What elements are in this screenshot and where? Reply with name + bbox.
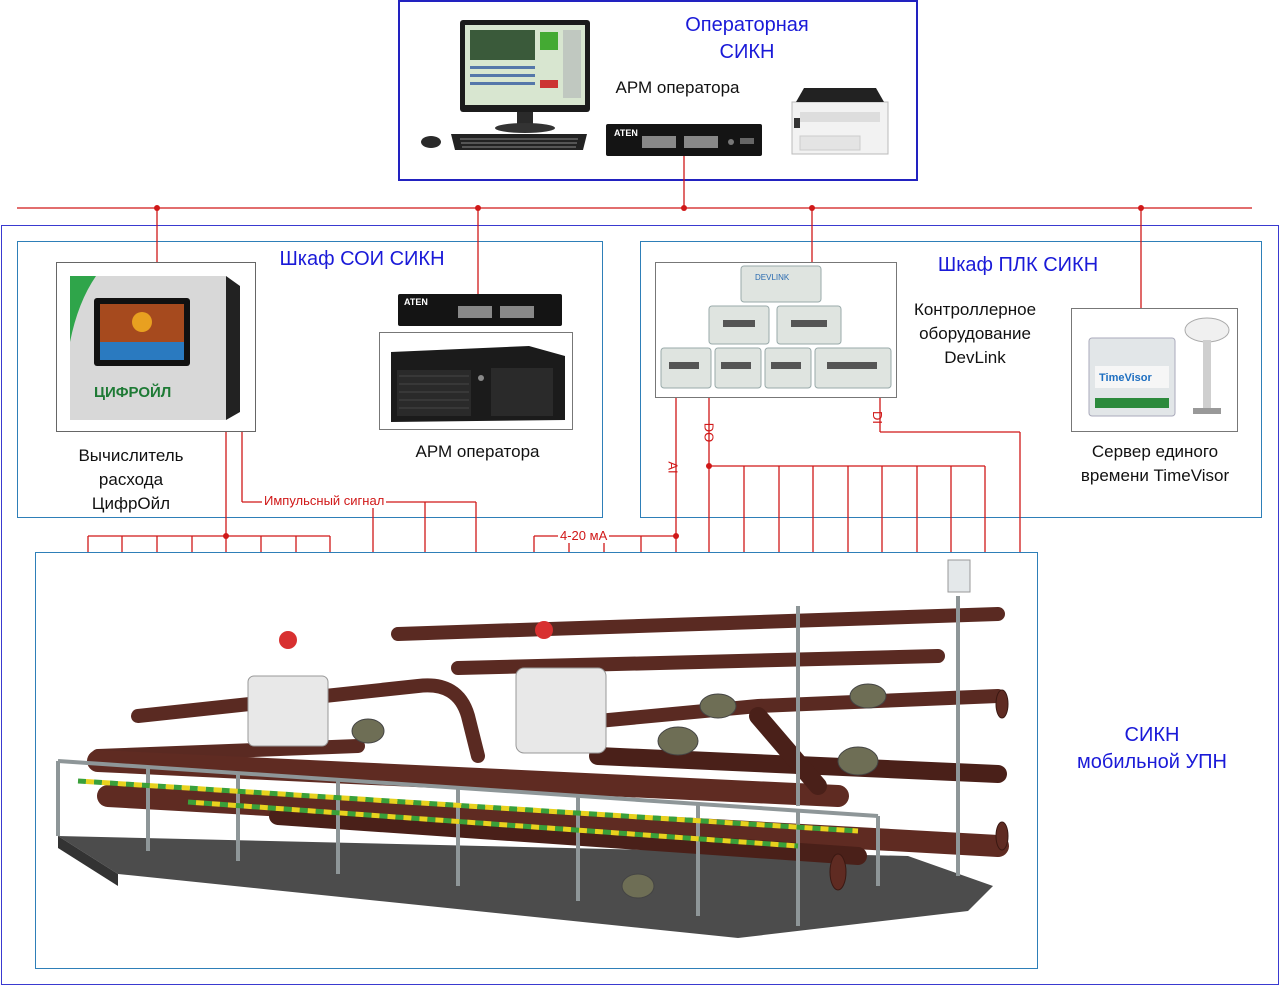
timevisor-label-line1: Сервер единого bbox=[1091, 442, 1219, 461]
timevisor-brand: TimeVisor bbox=[1099, 372, 1153, 384]
current-signal-label: 4-20 мА bbox=[558, 528, 610, 543]
devlink-label-line3: DevLink bbox=[944, 348, 1006, 367]
devlink-label-line2: оборудование bbox=[919, 324, 1031, 343]
flow-computer-label-line3: ЦифрОйл bbox=[91, 494, 171, 513]
flow-computer-label-line2: расхода bbox=[98, 470, 164, 489]
devlink-label: Контроллерное оборудование DevLink bbox=[900, 298, 1050, 370]
sikn-title-line2: мобильной УПН bbox=[1076, 751, 1227, 773]
operator-workstation-label: АРМ оператора bbox=[615, 78, 740, 97]
soi-kvm-brand: ATEN bbox=[404, 297, 428, 307]
operator-kvm-image: ATEN bbox=[606, 124, 762, 156]
operator-room-title: Операторная СИКН bbox=[652, 12, 842, 66]
sikn-title-line1: СИКН bbox=[1124, 724, 1180, 746]
printer-image bbox=[791, 88, 889, 155]
devlink-label-line1: Контроллерное bbox=[913, 300, 1037, 319]
kvm-brand: ATEN bbox=[614, 128, 638, 138]
outer-frame bbox=[1, 225, 1279, 985]
flow-computer-label: Вычислитель расхода ЦифрОйл bbox=[56, 444, 206, 516]
do-signal-label: DO bbox=[701, 422, 717, 443]
operator-monitor-image bbox=[421, 20, 590, 150]
soi-server-image bbox=[379, 332, 573, 430]
operator-room-frame bbox=[398, 0, 918, 181]
pipeline-skid-image bbox=[56, 559, 1009, 938]
flow-computer-label-line1: Вычислитель bbox=[78, 446, 184, 465]
flow-computer-brand: ЦИФРОЙЛ bbox=[94, 383, 171, 401]
di-signal-label: DI bbox=[870, 411, 885, 424]
devlink-controllers-image: DEVLINK bbox=[655, 262, 897, 398]
soi-cabinet-frame bbox=[17, 241, 603, 518]
devlink-brand: DEVLINK bbox=[755, 273, 790, 282]
timevisor-label: Сервер единого времени TimeVisor bbox=[1060, 440, 1250, 488]
operator-room-title-line1: Операторная bbox=[685, 14, 809, 36]
operator-room-title-line2: СИКН bbox=[719, 41, 775, 63]
timevisor-label-line2: времени TimeVisor bbox=[1080, 466, 1230, 485]
plc-cabinet-title: Шкаф ПЛК СИКН bbox=[937, 254, 1099, 276]
soi-workstation-label: АРМ оператора bbox=[415, 442, 540, 461]
soi-cabinet-title: Шкаф СОИ СИКН bbox=[279, 248, 445, 270]
soi-kvm-image: ATEN bbox=[398, 294, 562, 326]
ai-signal-label: AI bbox=[665, 461, 681, 474]
sikn-title: СИКН мобильной УПН bbox=[1046, 722, 1258, 776]
flow-computer-image: ЦИФРОЙЛ bbox=[56, 262, 256, 432]
timevisor-image: TimeVisor bbox=[1071, 308, 1238, 432]
pulse-signal-label: Импульсный сигнал bbox=[262, 493, 387, 508]
sikn-frame bbox=[35, 552, 1038, 969]
